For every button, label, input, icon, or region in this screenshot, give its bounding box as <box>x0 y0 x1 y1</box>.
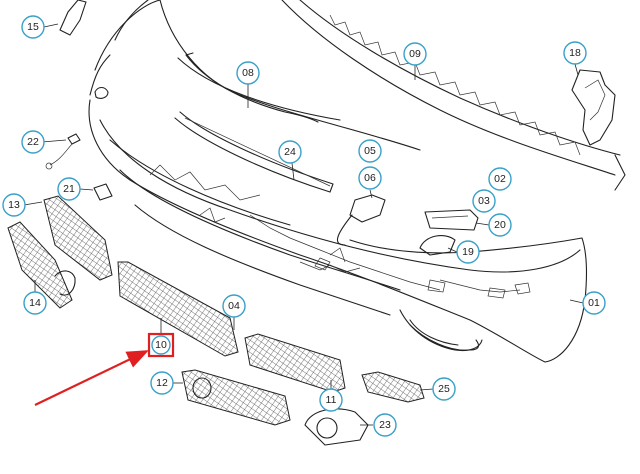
callout-22[interactable]: 22 <box>21 130 45 154</box>
callout-21[interactable]: 21 <box>57 177 81 201</box>
callout-19[interactable]: 19 <box>456 240 480 264</box>
callout-06[interactable]: 06 <box>358 166 382 190</box>
callout-08[interactable]: 08 <box>236 61 260 85</box>
svg-text:24: 24 <box>284 146 296 158</box>
callout-11[interactable]: 11 <box>319 388 343 412</box>
fog-ring-23 <box>304 408 369 446</box>
callout-02[interactable]: 02 <box>488 167 512 191</box>
svg-text:20: 20 <box>494 219 506 231</box>
svg-text:14: 14 <box>29 297 41 309</box>
callout-04[interactable]: 04 <box>222 294 246 318</box>
svg-text:11: 11 <box>326 394 337 406</box>
grille-14-frame <box>7 221 73 309</box>
svg-text:23: 23 <box>379 419 391 431</box>
svg-text:04: 04 <box>228 300 240 312</box>
svg-text:08: 08 <box>242 67 254 79</box>
callout-23[interactable]: 23 <box>373 413 397 437</box>
callout-01[interactable]: 01 <box>582 291 606 315</box>
grille-13 <box>43 195 113 281</box>
leader-lines <box>23 23 584 426</box>
svg-text:25: 25 <box>438 383 450 395</box>
grille-04-lower <box>244 333 346 393</box>
svg-text:06: 06 <box>364 172 376 184</box>
svg-text:15: 15 <box>27 21 39 33</box>
callout-13[interactable]: 13 <box>2 193 26 217</box>
callout-05[interactable]: 05 <box>358 139 382 163</box>
bumper-drawing <box>45 0 626 363</box>
grille-parts <box>7 195 425 446</box>
svg-text:10: 10 <box>155 339 167 351</box>
svg-text:21: 21 <box>63 183 75 195</box>
grille-12 <box>181 369 291 426</box>
svg-text:09: 09 <box>409 48 421 60</box>
callout-14[interactable]: 14 <box>23 291 47 315</box>
callout-10[interactable]: 10 <box>147 332 175 358</box>
grille-10 <box>117 261 239 357</box>
highlight-arrow <box>34 350 149 406</box>
svg-text:02: 02 <box>494 173 506 185</box>
callout-03[interactable]: 03 <box>472 189 496 213</box>
svg-text:05: 05 <box>364 145 376 157</box>
callout-18[interactable]: 18 <box>563 41 587 65</box>
callouts: 15 09 18 08 22 24 05 06 02 03 21 <box>2 15 606 437</box>
svg-text:01: 01 <box>588 297 600 309</box>
callout-20[interactable]: 20 <box>488 213 512 237</box>
svg-text:18: 18 <box>569 47 581 59</box>
callout-15[interactable]: 15 <box>21 15 45 39</box>
grille-25 <box>361 371 425 403</box>
callout-25[interactable]: 25 <box>432 377 456 401</box>
svg-text:03: 03 <box>478 195 490 207</box>
svg-text:13: 13 <box>8 199 20 211</box>
svg-text:22: 22 <box>27 136 39 148</box>
svg-text:12: 12 <box>156 377 168 389</box>
svg-text:19: 19 <box>462 246 474 258</box>
callout-09[interactable]: 09 <box>403 42 427 66</box>
callout-12[interactable]: 12 <box>150 371 174 395</box>
callout-24[interactable]: 24 <box>278 140 302 164</box>
